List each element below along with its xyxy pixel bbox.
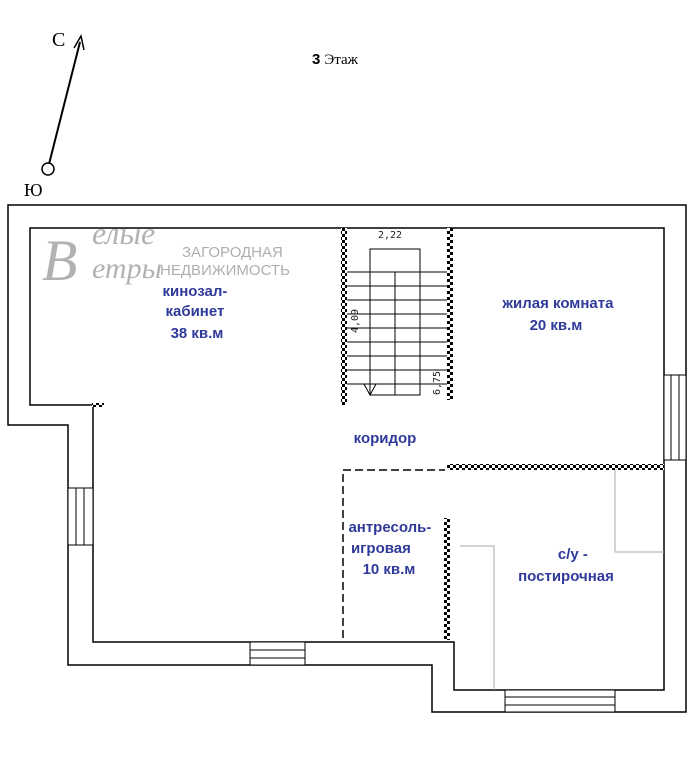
svg-text:елые: елые [92,215,155,251]
svg-text:етры: етры [92,252,162,285]
room-label-bathroom: с/у - постирочная [518,546,614,585]
room-label-living: жилая комната 20 кв.м [501,295,617,334]
bathroom-fixtures [460,470,664,690]
stair-length-dim: 4,09 [350,309,361,333]
svg-text:В: В [42,228,77,293]
staircase [347,248,447,397]
stair-width-dim: 2,22 [378,230,402,241]
watermark-logo: В елые етры ЗАГОРОДНАЯ НЕДВИЖИМОСТЬ [42,215,290,293]
room-label-antresol: антресоль- игровая 10 кв.м [348,519,435,578]
room-label-cinema: кинозал- кабинет 38 кв.м [162,283,231,342]
outer-wall [7,204,687,713]
antresol-edge [342,469,445,638]
interior-walls [92,228,664,640]
svg-text:ЗАГОРОДНАЯ: ЗАГОРОДНАЯ [182,244,283,261]
room-label-corridor: коридор [354,430,417,447]
windows [67,374,687,713]
compass: С Ю [24,29,85,200]
compass-circle [41,162,55,176]
compass-south: Ю [24,180,43,200]
svg-text:НЕДВИЖИМОСТЬ: НЕДВИЖИМОСТЬ [160,262,290,279]
height-dim: 6,75 [432,371,443,395]
compass-north: С [52,29,65,51]
